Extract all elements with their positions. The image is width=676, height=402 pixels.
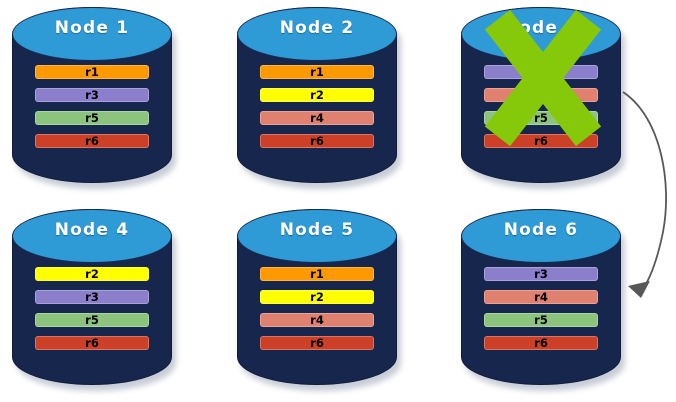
node-2-label: Node 2 [279, 18, 355, 38]
replica-bar[interactable]: r3 [35, 88, 149, 102]
replica-bar[interactable]: r5 [484, 313, 598, 327]
replica-bar[interactable]: r6 [484, 336, 598, 350]
replica-bar[interactable]: r2 [35, 267, 149, 281]
replica-bar[interactable]: r4 [484, 290, 598, 304]
node-1-replica-list: r1 r3 r5 r6 [12, 65, 172, 157]
replica-bar[interactable]: r4 [260, 313, 374, 327]
node-2-replica-list: r1 r2 r4 r6 [237, 65, 397, 157]
replica-bar[interactable]: r3 [35, 290, 149, 304]
node-5-cylinder-top [237, 209, 397, 263]
replica-bar[interactable]: r4 [484, 88, 598, 102]
node-5-replica-list: r1 r2 r4 r6 [237, 267, 397, 359]
node-6-label: Node 6 [503, 220, 579, 240]
replica-bar[interactable]: r5 [484, 111, 598, 125]
node-1-cylinder-top [12, 7, 172, 61]
replica-bar[interactable]: r5 [35, 313, 149, 327]
node-6-replica-list: r3 r4 r5 r6 [461, 267, 621, 359]
replica-bar[interactable]: r6 [260, 336, 374, 350]
node-6-cylinder-top [461, 209, 621, 263]
node-2[interactable]: Node 2 r1 r2 r4 r6 [237, 7, 420, 190]
replica-bar[interactable]: r6 [35, 134, 149, 148]
node-1-label: Node 1 [54, 18, 130, 38]
replica-bar[interactable]: r3 [484, 267, 598, 281]
node-3-replica-list: r3 r4 r5 r6 [461, 65, 621, 157]
replica-bar[interactable]: r6 [35, 336, 149, 350]
node-4-label: Node 4 [54, 220, 130, 240]
replica-bar[interactable]: r1 [260, 267, 374, 281]
node-4-cylinder-top [12, 209, 172, 263]
replica-bar[interactable]: r5 [35, 111, 149, 125]
node-2-cylinder-top [237, 7, 397, 61]
replica-bar[interactable]: r1 [35, 65, 149, 79]
node-6[interactable]: Node 6 r3 r4 r5 r6 [461, 209, 644, 392]
replica-bar[interactable]: r1 [260, 65, 374, 79]
replica-bar[interactable]: r3 [484, 65, 598, 79]
node-3[interactable]: Node 3 r3 r4 r5 r6 [461, 7, 644, 190]
replica-bar[interactable]: r2 [260, 88, 374, 102]
node-5[interactable]: Node 5 r1 r2 r4 r6 [237, 209, 420, 392]
node-5-label: Node 5 [279, 220, 355, 240]
node-3-label: Node 3 [503, 18, 579, 38]
replica-bar[interactable]: r4 [260, 111, 374, 125]
node-1[interactable]: Node 1 r1 r3 r5 r6 [12, 7, 195, 190]
node-4[interactable]: Node 4 r2 r3 r5 r6 [12, 209, 195, 392]
replica-bar[interactable]: r2 [260, 290, 374, 304]
node-4-replica-list: r2 r3 r5 r6 [12, 267, 172, 359]
replica-bar[interactable]: r6 [260, 134, 374, 148]
replica-bar[interactable]: r6 [484, 134, 598, 148]
